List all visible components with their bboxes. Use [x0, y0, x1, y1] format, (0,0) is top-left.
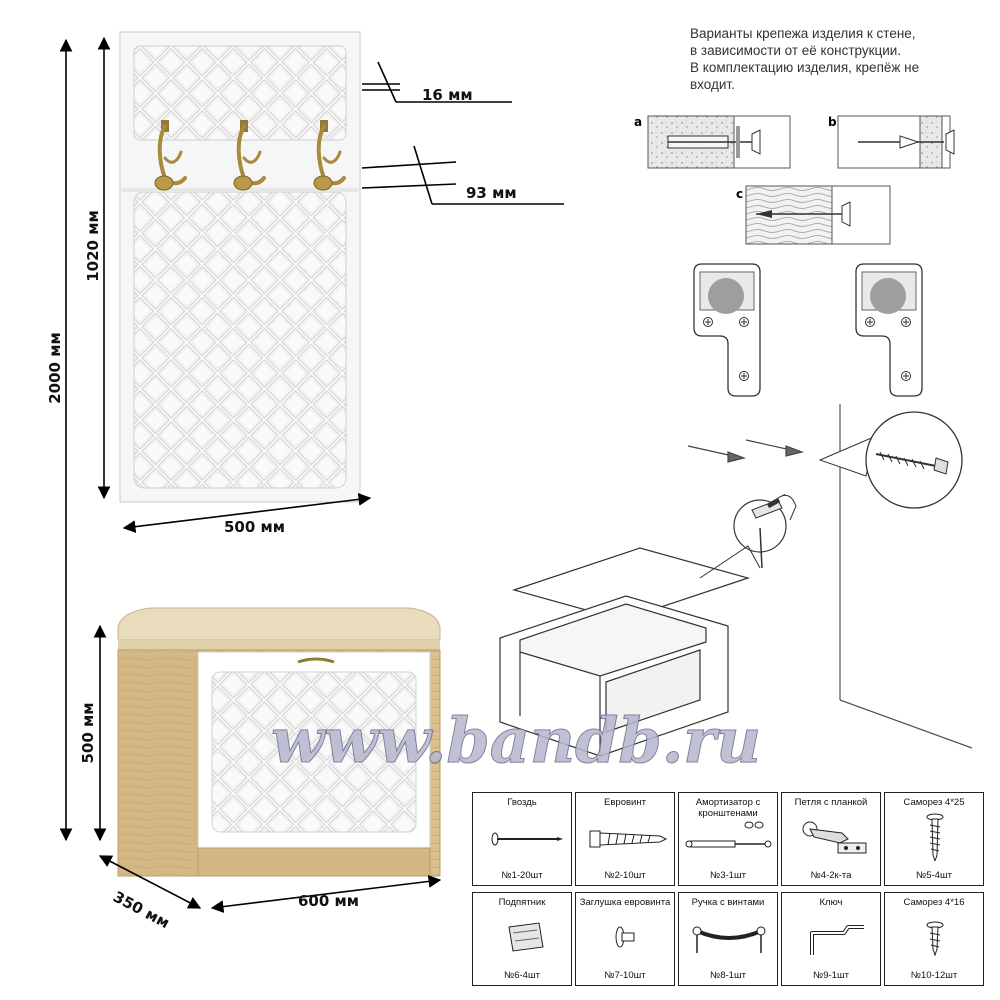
screw-icon	[926, 813, 944, 861]
part-name: Заглушка евровинта	[576, 897, 674, 908]
cap-icon	[615, 926, 635, 948]
part-name: Петля с планкой	[794, 797, 868, 808]
screw-zoom-callout	[818, 411, 963, 509]
mount-variant-b: b	[828, 115, 955, 169]
part-qty: №5-4шт	[916, 870, 952, 881]
part-name: Евровинт	[604, 797, 646, 808]
mounting-note-line: входит.	[690, 77, 735, 92]
mount-label-b: b	[828, 115, 837, 129]
foot-pad-icon	[508, 922, 544, 952]
mounting-note: Варианты крепежа изделия к стене, в зави…	[690, 25, 990, 93]
part-name: Ручка с винтами	[691, 897, 765, 908]
part-name: Саморез 4*16	[903, 897, 965, 908]
hex-key-icon	[810, 925, 864, 955]
part-cell-gas-strut: Амортизатор с кронштенами №3-1шт	[678, 792, 778, 886]
part-cell-nail: Гвоздь №1-20шт	[472, 792, 572, 886]
mounting-note-line: В комплектацию изделия, крепёж не	[690, 60, 920, 75]
dim-panel-height: 1020 мм	[84, 210, 102, 282]
nail-icon	[491, 832, 563, 846]
mount-label-c: c	[736, 187, 743, 201]
eurovint-icon	[589, 830, 668, 848]
part-name: Гвоздь	[507, 797, 537, 808]
mount-variant-a: a	[634, 115, 791, 169]
part-name: Подпятник	[498, 897, 546, 908]
hammer-callout	[733, 493, 797, 569]
part-qty: №3-1шт	[710, 870, 746, 881]
coat-hook	[313, 120, 346, 191]
part-qty: №7-10шт	[604, 970, 646, 981]
part-qty: №2-10шт	[604, 870, 646, 881]
coat-hook	[233, 120, 266, 191]
hinge-icon	[802, 821, 867, 854]
part-cell-screw-16: Саморез 4*16 №10-12шт	[884, 892, 984, 986]
dim-total-height: 2000 мм	[46, 332, 64, 404]
parts-row: Гвоздь №1-20шт Евровинт №2-10шт Амортиза…	[472, 792, 990, 886]
part-cell-hinge: Петля с планкой №4-2к-та	[781, 792, 881, 886]
mounting-note-line: в зависимости от её конструкции.	[690, 43, 902, 58]
part-name: Амортизатор с кронштенами	[695, 797, 761, 819]
coat-hooks	[154, 120, 346, 191]
dim-hook-depth: 93 мм	[466, 184, 517, 202]
part-cell-handle: Ручка с винтами №8-1шт	[678, 892, 778, 986]
part-qty: №10-12шт	[910, 970, 958, 981]
dim-bench-depth: 350 мм	[110, 888, 172, 933]
short-screw-icon	[926, 921, 944, 957]
wall-bracket	[693, 263, 761, 397]
wall-bracket	[855, 263, 923, 397]
gas-strut-icon	[685, 821, 772, 848]
wall-panel	[119, 31, 361, 503]
cabinet-carcass	[499, 595, 729, 757]
dimension-lines	[59, 36, 564, 913]
part-name: Ключ	[819, 897, 843, 908]
mount-label-a: a	[634, 115, 642, 129]
parts-table: Гвоздь №1-20шт Евровинт №2-10шт Амортиза…	[472, 792, 990, 986]
dim-panel-width: 500 мм	[224, 518, 285, 536]
part-cell-foot-pad: Подпятник №6-4шт	[472, 892, 572, 986]
part-qty: №1-20шт	[501, 870, 543, 881]
part-cell-cap: Заглушка евровинта №7-10шт	[575, 892, 675, 986]
dim-bench-height: 500 мм	[79, 702, 97, 763]
mount-variant-c: c	[736, 185, 891, 245]
part-qty: №8-1шт	[710, 970, 746, 981]
part-name: Саморез 4*25	[903, 797, 965, 808]
part-qty: №6-4шт	[504, 970, 540, 981]
handle-icon	[692, 926, 766, 953]
mounting-note-line: Варианты крепежа изделия к стене,	[690, 26, 916, 41]
dim-panel-thickness: 16 мм	[422, 86, 473, 104]
part-qty: №9-1шт	[813, 970, 849, 981]
part-cell-hex-key: Ключ №9-1шт	[781, 892, 881, 986]
parts-row: Подпятник №6-4шт Заглушка евровинта №7-1…	[472, 892, 990, 986]
wall-screws	[687, 439, 805, 463]
part-cell-eurovint: Евровинт №2-10шт	[575, 792, 675, 886]
coat-hook	[154, 120, 187, 191]
shoe-bench	[117, 607, 441, 877]
part-cell-screw-25: Саморез 4*25 №5-4шт	[884, 792, 984, 886]
part-name-main: Заглушка евровинта	[579, 897, 671, 908]
part-qty: №4-2к-та	[810, 870, 852, 881]
dim-bench-width: 600 мм	[298, 892, 359, 910]
watermark: www.bandb.ru	[271, 704, 761, 777]
